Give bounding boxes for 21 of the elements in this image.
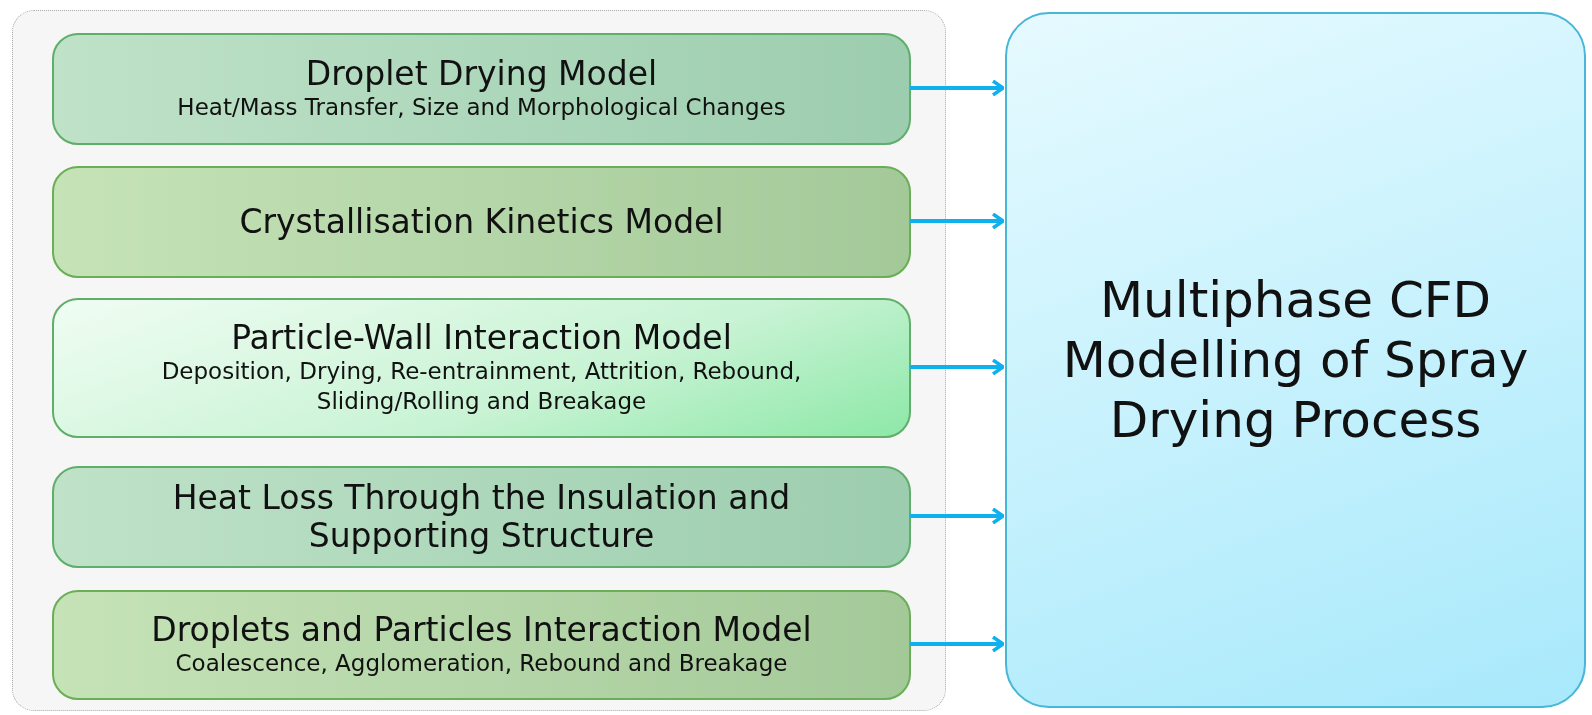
model-box (52, 33, 911, 145)
model-box (52, 466, 911, 568)
node-title: Particle-Wall Interaction Model (231, 319, 732, 358)
model-box (52, 298, 911, 438)
arrow (910, 212, 1005, 230)
process-box (1005, 12, 1586, 708)
arrow (910, 79, 1005, 97)
panel-background (12, 10, 946, 711)
node-description: Deposition, Drying, Re-entrainment, Attrition, Rebound, Sliding/Rolling and Breakage (160, 357, 803, 416)
model-box (52, 590, 911, 700)
model-box (52, 166, 911, 278)
node-title: Droplets and Particles Interaction Model (151, 611, 812, 649)
node-description: Heat/Mass Transfer, Size and Morphological Changes (177, 93, 786, 122)
node-title: Crystallisation Kinetics Model (239, 203, 724, 241)
arrow (910, 358, 1005, 376)
arrow (910, 507, 1005, 525)
node-title: Multiphase CFD Modelling of Spray Drying Process (1061, 270, 1530, 450)
node-title: Droplet Drying Model (305, 55, 658, 93)
node-description: Coalescence, Agglomeration, Rebound and Breakage (175, 649, 788, 678)
arrow (910, 635, 1005, 653)
node-title: Heat Loss Through the Insulation and Supporting Structure (171, 479, 792, 555)
